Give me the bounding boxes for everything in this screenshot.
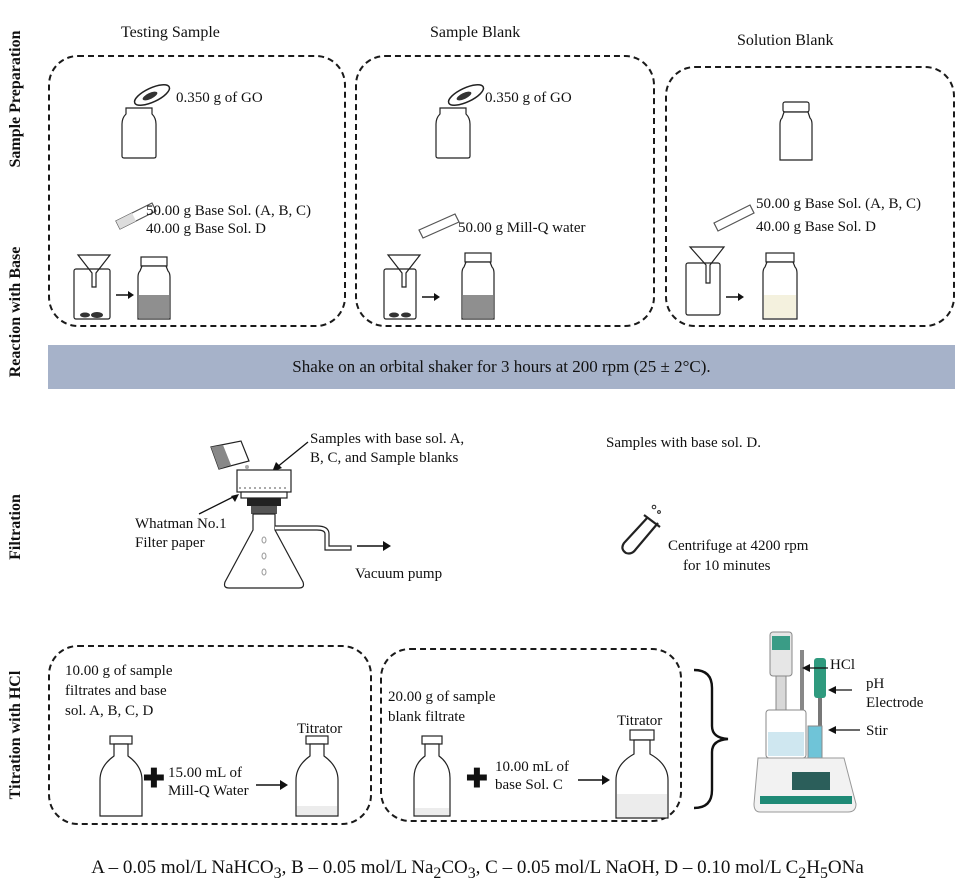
reaction-label-testing-1: 50.00 g Base Sol. (A, B, C) (146, 203, 311, 219)
titrator-flask-icon-left (295, 735, 339, 817)
legend-b-sub1: 2 (433, 864, 442, 882)
legend-b-mid: CO (441, 857, 468, 878)
test-tube-icon (621, 504, 661, 555)
legend-b: , B – 0.05 mol/L Na (281, 857, 434, 878)
filter-arrow-icon (198, 494, 239, 515)
titration-left-box (48, 645, 372, 825)
titrator-apparatus-icon (753, 631, 857, 813)
vacuum-arrow-icon (357, 541, 391, 551)
go-mass-label-blank: 0.350 g of GO (485, 90, 572, 106)
reaction-label-blank: 50.00 g Mill-Q water (458, 220, 586, 236)
titration-arrow-icon-right (578, 775, 610, 785)
hcl-arrow-icon (802, 664, 828, 672)
titrator-label-right: Titrator (617, 713, 663, 729)
legend-c: , C – 0.05 mol/L NaOH, D – 0.10 mol/L C (475, 857, 799, 878)
titration-left-add-2: Mill-Q Water (168, 783, 249, 799)
legend-d-end: ONa (827, 857, 864, 878)
sample-filtrate-flask-icon (99, 735, 143, 817)
hcl-label: HCl (830, 657, 856, 673)
filter-paper-label-1: Whatman No.1 (135, 516, 227, 532)
legend-b-sub2: 3 (467, 864, 476, 882)
samples-abc-label-1: Samples with base sol. A, (310, 431, 465, 447)
vacuum-pump-label: Vacuum pump (355, 566, 443, 582)
funnel-bottle-to-bottle-icon-solution (685, 246, 798, 320)
funnel-bottle-to-bottle-icon-blank (383, 252, 495, 320)
reaction-label-solution-1: 50.00 g Base Sol. (A, B, C) (756, 196, 921, 212)
reaction-label-testing-2: 40.00 g Base Sol. D (146, 221, 266, 237)
samples-abc-label-2: B, C, and Sample blanks (310, 450, 459, 466)
column-header-testing: Testing Sample (121, 24, 220, 41)
sample-blank-box (355, 55, 655, 327)
titration-right-add-1: 10.00 mL of (495, 759, 570, 775)
legend-d-mid: H (806, 857, 820, 878)
funnel-bottle-to-bottle-icon (73, 254, 171, 320)
titration-right-box (380, 648, 682, 822)
column-header-solution-blank: Solution Blank (737, 32, 834, 49)
titration-left-label-3: sol. A, B, C, D (65, 703, 154, 719)
titration-right-label-2: blank filtrate (388, 709, 466, 725)
solution-blank-box (665, 66, 955, 327)
samples-d-label: Samples with base sol. D. (606, 435, 761, 451)
shake-banner: Shake on an orbital shaker for 3 hours a… (48, 345, 955, 389)
section-label-filtration: Filtration (7, 494, 24, 560)
section-label-titration: Titration with HCl (7, 670, 24, 800)
legend-a: A – 0.05 mol/L NaHCO (91, 857, 274, 878)
milliq-vial-icon (418, 213, 460, 239)
titration-arrow-icon-left (256, 780, 288, 790)
go-weighing-boat-icon (121, 84, 171, 159)
section-label-prep: Sample Preparation (7, 30, 24, 168)
centrifuge-label-2: for 10 minutes (683, 558, 771, 574)
legend-a-sub: 3 (273, 864, 282, 882)
titration-left-add-1: 15.00 mL of (168, 765, 243, 781)
legend-d-sub2: 5 (819, 864, 828, 882)
titration-right-label-1: 20.00 g of sample (388, 689, 496, 705)
titration-left-label-2: filtrates and base (65, 683, 167, 699)
plus-icon: ✚ (143, 764, 165, 793)
shake-text: Shake on an orbital shaker for 3 hours a… (292, 357, 711, 376)
reaction-label-solution-2: 40.00 g Base Sol. D (756, 219, 876, 235)
sample-bottle-pour-icon (210, 440, 251, 475)
titrator-label-left: Titrator (297, 721, 343, 737)
go-mass-label-testing: 0.350 g of GO (176, 90, 263, 106)
legend-d-sub1: 2 (798, 864, 807, 882)
column-header-sample-blank: Sample Blank (430, 24, 521, 41)
plus-icon-right: ✚ (466, 764, 488, 793)
legend: A – 0.05 mol/L NaHCO3, B – 0.05 mol/L Na… (0, 857, 955, 883)
vacuum-filtration-flask-icon (223, 469, 352, 589)
ph-label: pH (866, 676, 885, 692)
empty-bottle-icon (779, 101, 813, 161)
centrifuge-label-1: Centrifuge at 4200 rpm (668, 538, 809, 554)
section-label-reaction: Reaction with Base (7, 246, 24, 378)
electrode-label: Electrode (866, 695, 924, 711)
go-weighing-boat-icon-blank (435, 84, 485, 159)
filter-paper-label-2: Filter paper (135, 535, 205, 551)
base-solution-vial-icon-solution (713, 204, 755, 232)
titration-right-add-2: base Sol. C (495, 777, 563, 793)
ph-arrow-icon (828, 686, 852, 694)
base-solution-vial-icon (115, 202, 157, 230)
testing-sample-box (48, 55, 346, 327)
titration-left-label-1: 10.00 g of sample (65, 663, 173, 679)
titrator-flask-icon-right (615, 729, 669, 819)
stir-label: Stir (866, 723, 888, 739)
blank-filtrate-flask-icon (413, 735, 451, 817)
bracket-icon (693, 668, 729, 810)
stir-arrow-icon (828, 726, 860, 734)
